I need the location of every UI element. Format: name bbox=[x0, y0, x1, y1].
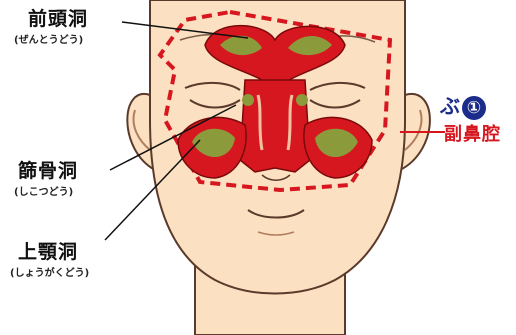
maxillary-sinus-label: 上顎洞 bbox=[18, 237, 78, 264]
badge-text: ぶ bbox=[440, 94, 460, 118]
ethmoid-sinus-reading: (しこつどう) bbox=[14, 183, 73, 198]
frontal-sinus-reading: (ぜんとうどう) bbox=[14, 31, 83, 46]
badge-number-icon: ① bbox=[462, 96, 486, 120]
paranasal-sinus-label: 副鼻腔 bbox=[444, 120, 501, 146]
maxillary-sinus-reading: (しょうがくどう) bbox=[10, 264, 89, 279]
ethmoid-sinus bbox=[240, 80, 310, 172]
frontal-sinus-label: 前頭洞 bbox=[28, 4, 88, 31]
ethmoid-sinus-label: 篩骨洞 bbox=[18, 156, 78, 183]
